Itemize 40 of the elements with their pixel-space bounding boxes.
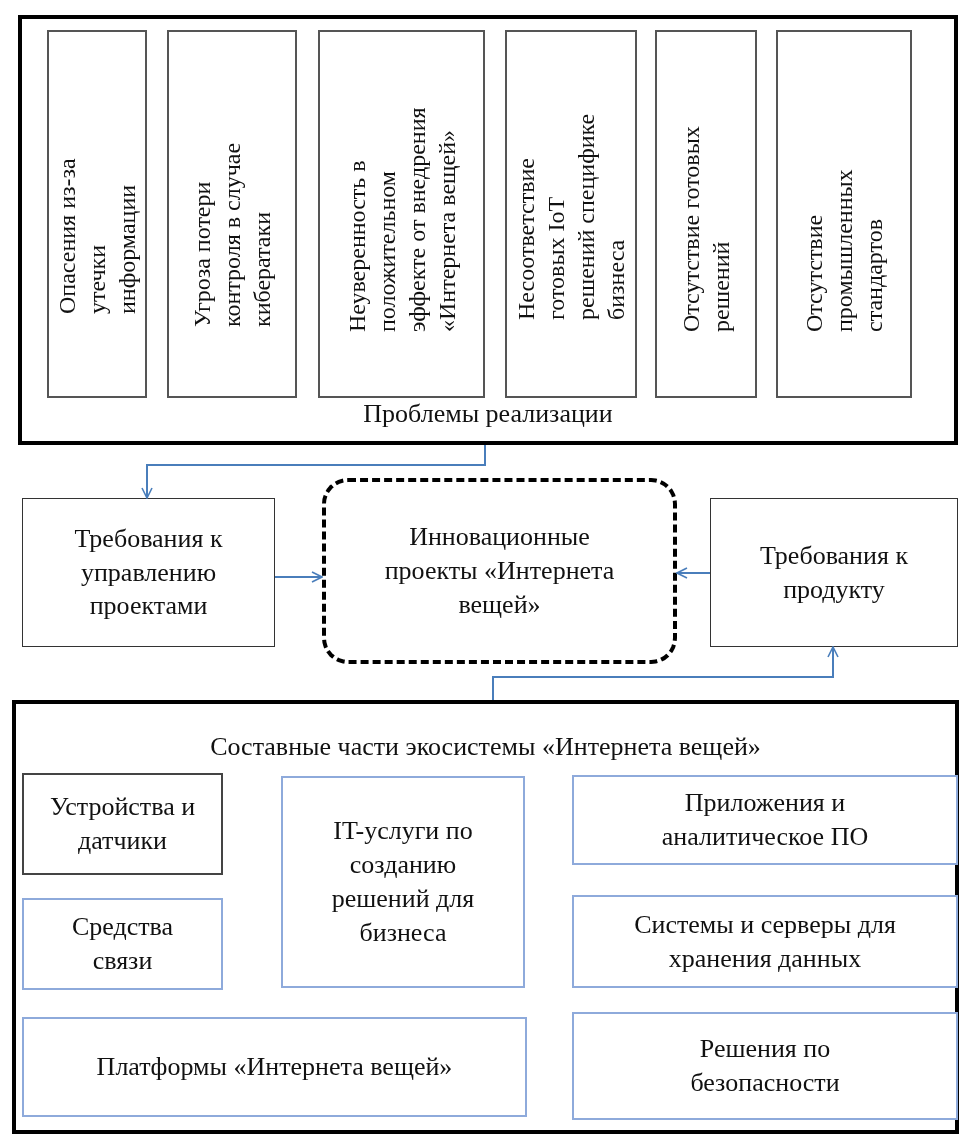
box-text: Средства связи: [70, 911, 175, 977]
box-text: Требования к управлению проектами: [73, 522, 224, 623]
problem-box: [47, 30, 147, 398]
requirement-box: [22, 498, 275, 647]
box-text: Угроза потери контроля в случае кибератаки: [188, 141, 276, 327]
component-box: [22, 898, 223, 990]
arrow: [274, 571, 323, 583]
component-box: [22, 773, 223, 875]
problem-box: [167, 30, 297, 398]
box-text: Отсутствие промышленных стандартов: [800, 167, 888, 332]
component-box: [572, 895, 958, 988]
central-box: [322, 478, 677, 664]
problem-box: [655, 30, 757, 398]
arrow: [492, 646, 839, 701]
box-text: Неуверенность в положительном эффекте от внедрения «Интернета вещей»: [342, 105, 461, 332]
problem-box: [318, 30, 485, 398]
box-text: Требования к продукту: [758, 539, 910, 606]
box-text: Инновационные проекты «Интернета вещей»: [383, 521, 616, 621]
problem-box: [505, 30, 637, 398]
box-text: Несоответствие готовых IoT решений специфике бизнеса: [512, 112, 630, 320]
component-box: [281, 776, 525, 988]
arrow: [676, 567, 711, 579]
group-frame: [18, 15, 958, 445]
box-text: Системы и серверы для хранения данных: [633, 908, 897, 975]
box-text: Отсутствие готовых решений: [677, 124, 735, 332]
box-text: Устройства и датчики: [48, 791, 197, 857]
group-title: Проблемы реализации: [362, 398, 614, 431]
group-frame: [12, 700, 959, 1134]
component-box: [572, 1012, 958, 1120]
requirement-box: [710, 498, 958, 647]
problem-box: [776, 30, 912, 398]
component-box: [572, 775, 958, 865]
box-text: Платформы «Интернета вещей»: [96, 1051, 453, 1084]
arrow: [141, 444, 486, 499]
group-title: Составные части экосистемы «Интернета вещей»: [209, 731, 762, 763]
box-text: IT-услуги по созданию решений для бизнеса: [330, 815, 476, 949]
box-text: Приложения и аналитическое ПО: [660, 787, 870, 853]
box-text: Решения по безопасности: [689, 1033, 841, 1099]
box-text: Опасения из-за утечки информации: [53, 157, 141, 314]
component-box: [22, 1017, 527, 1117]
